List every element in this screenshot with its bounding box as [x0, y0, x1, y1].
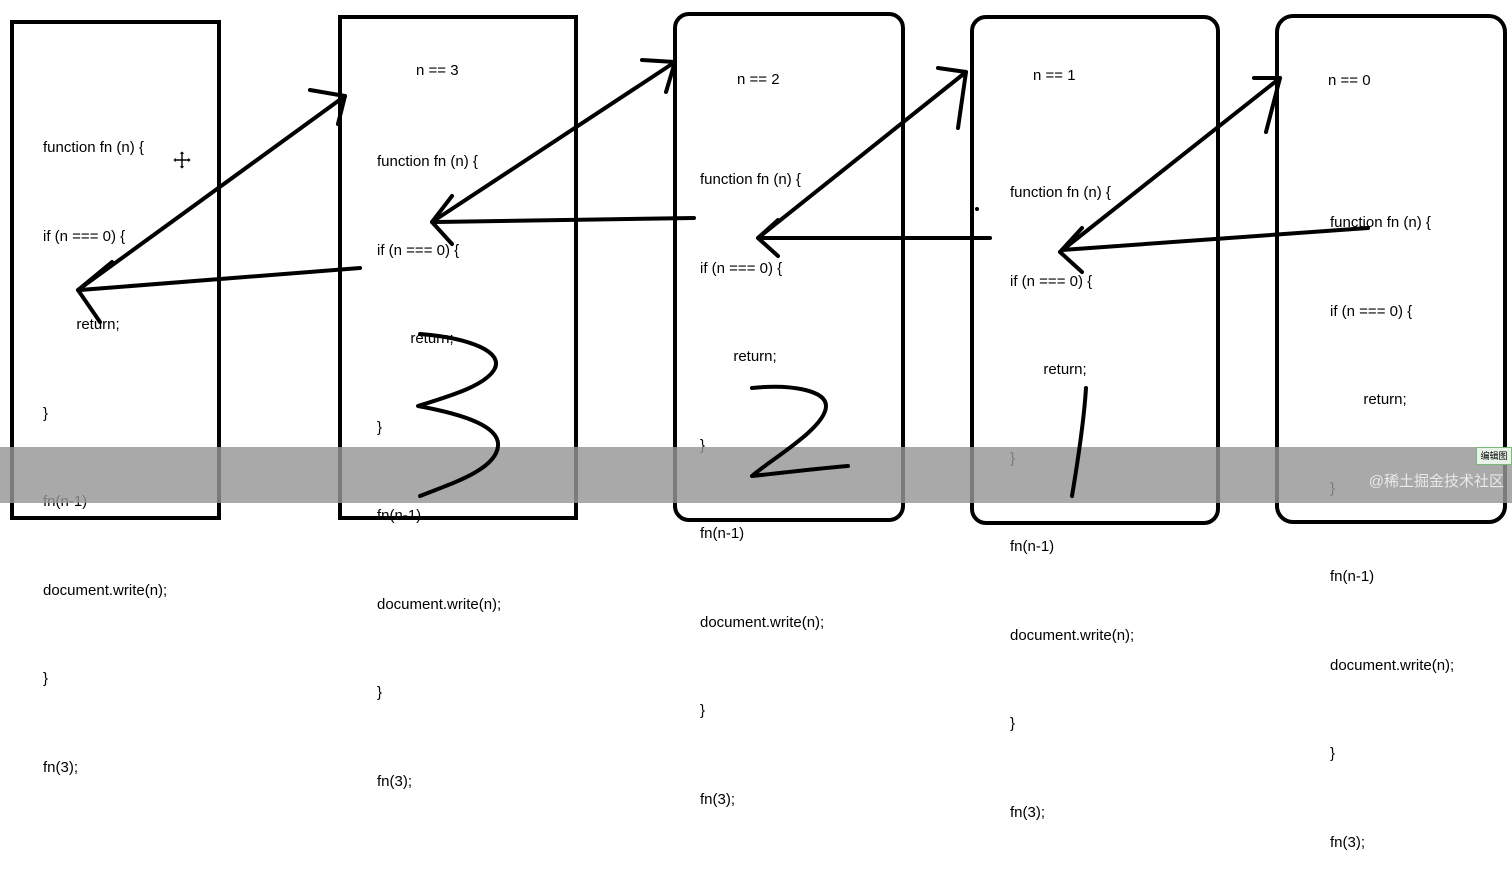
call-arrow-4	[1058, 76, 1282, 254]
code-line: fn(n-1)	[1010, 538, 1055, 555]
return-arrow-1	[76, 260, 362, 324]
code-line: fn(3);	[1330, 833, 1366, 851]
code-line: }	[1010, 715, 1016, 732]
code-line: return;	[1330, 391, 1407, 408]
return-arrow-3	[756, 218, 992, 258]
code-line: fn(3);	[43, 758, 79, 776]
code-line: function fn (n) {	[377, 153, 478, 170]
code-line: fn(n-1)	[1330, 568, 1375, 585]
frame-condition-n3: n == 3	[416, 62, 459, 79]
code-line: document.write(n);	[43, 581, 168, 599]
code-line: fn(3);	[1010, 803, 1046, 821]
frame-condition-n2: n == 2	[737, 71, 780, 88]
code-line: }	[1330, 745, 1336, 762]
call-arrow-3	[756, 66, 968, 240]
code-line: fn(3);	[377, 772, 413, 790]
code-line: return;	[43, 316, 120, 333]
code-line: if (n === 0) {	[377, 241, 460, 259]
frame-box-n1	[970, 15, 1220, 525]
code-line: document.write(n);	[1330, 656, 1455, 674]
watermark-text: @稀土掘金技术社区	[1368, 473, 1504, 490]
frame-box-initial	[10, 20, 221, 520]
code-line: document.write(n);	[377, 595, 502, 613]
code-line: fn(n-1)	[700, 525, 745, 542]
code-line: if (n === 0) {	[1010, 272, 1093, 290]
code-line: }	[377, 684, 383, 701]
code-line: return;	[700, 348, 777, 365]
return-arrow-2	[430, 194, 696, 246]
handwritten-digit-1	[1070, 386, 1088, 498]
move-cursor-icon	[172, 150, 192, 170]
code-line: }	[43, 404, 49, 422]
call-arrow-2	[430, 58, 677, 224]
code-line: function fn (n) {	[43, 139, 144, 156]
code-line: fn(3);	[700, 790, 736, 808]
frame-condition-n0: n == 0	[1328, 72, 1371, 89]
code-line: }	[700, 436, 706, 454]
return-arrow-4	[1058, 226, 1370, 274]
handwritten-digit-2	[750, 384, 850, 478]
code-line: document.write(n);	[1010, 626, 1135, 644]
call-arrow-1	[76, 88, 347, 292]
code-line: fn(n-1)	[377, 507, 422, 524]
code-line: if (n === 0) {	[700, 259, 783, 277]
frame-box-n0	[1275, 14, 1507, 524]
code-line: function fn (n) {	[1010, 184, 1111, 201]
code-line: return;	[1010, 361, 1087, 378]
ink-layer	[76, 58, 1370, 498]
handwritten-digit-3	[416, 332, 500, 498]
code-line: if (n === 0) {	[43, 227, 126, 245]
code-line: }	[377, 418, 383, 436]
code-line: }	[700, 702, 706, 719]
code-line: }	[43, 670, 49, 687]
frame-condition-n1: n == 1	[1033, 67, 1076, 84]
code-line: if (n === 0) {	[1330, 302, 1413, 320]
edit-image-badge[interactable]: 编辑图	[1476, 447, 1512, 465]
code-line: document.write(n);	[700, 613, 825, 631]
frame-box-n3	[338, 15, 578, 520]
code-line: function fn (n) {	[700, 171, 801, 188]
